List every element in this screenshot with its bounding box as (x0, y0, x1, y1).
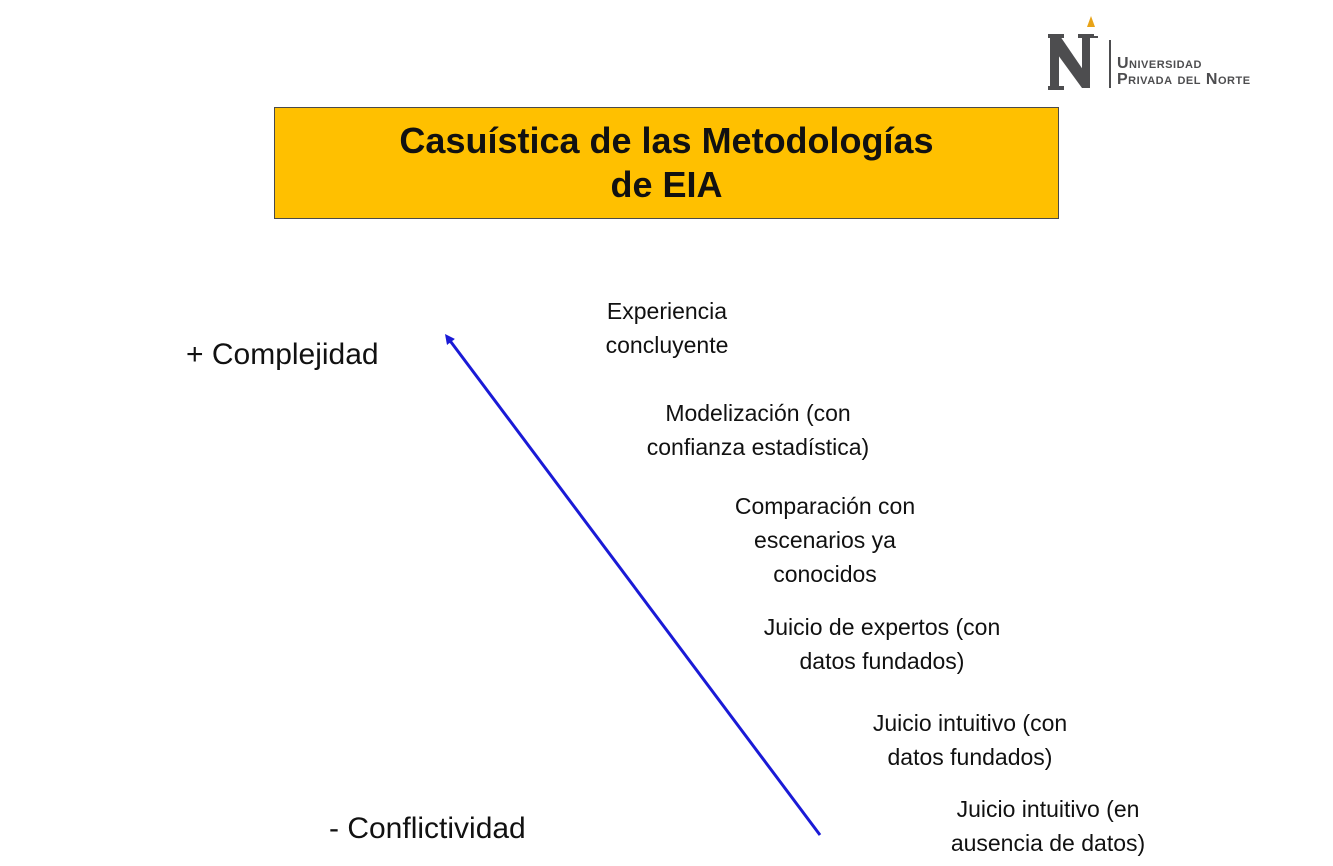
logo-n-mark-icon (1048, 16, 1111, 90)
method-juicio-intuitivo-sin-datos: Juicio intuitivo (en ausencia de datos) (950, 796, 1146, 856)
title-banner: Casuística de las Metodologías de EIA (274, 107, 1059, 219)
method-experiencia-concluyente: Experiencia concluyente (605, 298, 729, 358)
method-juicio-expertos: Juicio de expertos (con datos fundados) (763, 614, 1001, 674)
title-line-1: Casuística de las Metodologías (399, 120, 934, 161)
top-axis-label: + Complejidad (186, 338, 379, 371)
bottom-axis-label: - Conflictividad (329, 812, 526, 845)
title-line-2: de EIA (610, 164, 723, 205)
method-modelizacion: Modelización (con confianza estadística) (646, 400, 870, 460)
university-logo (1046, 14, 1308, 96)
method-comparacion: Comparación con escenarios ya conocidos (734, 493, 916, 587)
method-juicio-intuitivo-con-datos: Juicio intuitivo (con datos fundados) (872, 710, 1068, 770)
logo-line-2: Privada del Norte (1117, 71, 1251, 88)
logo-text: Universidad Privada del Norte (1117, 56, 1251, 88)
logo-line-1: Universidad (1117, 55, 1202, 72)
